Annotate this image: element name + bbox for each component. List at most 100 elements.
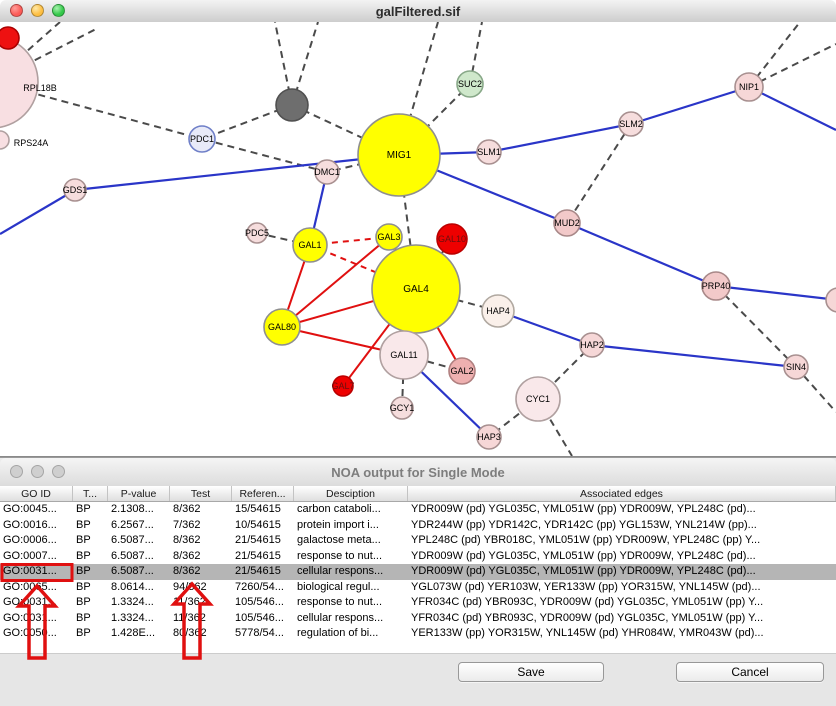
results-table: GO ID T... P-value Test Referen... Desci… [0, 486, 836, 653]
save-button[interactable]: Save [458, 662, 604, 682]
edge-GCY1-GAL11[interactable] [401, 354, 405, 409]
column-header-description[interactable]: Desciption [294, 486, 408, 501]
column-header-type[interactable]: T... [73, 486, 108, 501]
graph-node-MUD2[interactable] [553, 209, 581, 237]
column-header-test[interactable]: Test [170, 486, 232, 501]
graph-node-RPL18B[interactable] [0, 35, 39, 129]
edge-NIP1-offscreen[interactable] [748, 86, 836, 131]
edge-SLM2-NIP1[interactable] [630, 85, 750, 126]
graph-node-GAL10[interactable] [436, 223, 468, 255]
cell-type: BP [76, 518, 91, 531]
cell-go-id: GO:0031... [3, 565, 57, 577]
column-header-associated-edges[interactable]: Associated edges [408, 486, 836, 501]
cell-associated-edges: YPL248C (pd) YBR018C, YML051W (pp) YDR00… [411, 534, 761, 546]
graph-node-DMC1[interactable] [314, 159, 340, 185]
column-header-p-value[interactable]: P-value [108, 486, 170, 501]
graph-node-SLM2[interactable] [618, 111, 644, 137]
graph-node-CYC1[interactable] [515, 376, 561, 422]
graph-node-gray[interactable] [275, 88, 309, 122]
edge-PRP40-SIN4[interactable] [715, 285, 797, 368]
network-graph: RPL18BRPS24AGDS1PDC1DMC1MIG1SUC2SLM1SLM2… [0, 22, 836, 456]
graph-node-GAL11[interactable] [379, 330, 429, 380]
cell-description: cellular respons... [297, 565, 384, 577]
graph-node-NIP1[interactable] [734, 72, 764, 102]
edge-SUC2-offscreen[interactable] [469, 22, 483, 85]
column-header-go-id[interactable]: GO ID [0, 486, 73, 501]
column-header-reference[interactable]: Referen... [232, 486, 294, 501]
graph-node-PDC1[interactable] [188, 125, 216, 153]
graph-node-RPS24A[interactable] [0, 130, 10, 150]
graph-node-GAL1[interactable] [292, 227, 328, 263]
noa-window-titlebar[interactable]: NOA output for Single Mode [0, 458, 836, 487]
edge-GAL80-GAL3[interactable] [281, 236, 390, 328]
edge-SIN4-offscreen[interactable] [795, 366, 836, 413]
graph-node-GDS1[interactable] [63, 178, 87, 202]
zoom-button[interactable] [52, 4, 65, 17]
minimize-button[interactable] [31, 4, 44, 17]
edge-MUD2-PRP40[interactable] [566, 221, 717, 288]
cell-description: cellular respons... [297, 611, 384, 624]
cell-reference: 21/54615 [235, 534, 281, 546]
graph-node-GAL3[interactable] [375, 223, 403, 251]
edge-SLM2-MUD2[interactable] [566, 123, 632, 224]
traffic-lights-inactive [10, 465, 65, 478]
edge-PDC5-GAL1[interactable] [256, 232, 311, 246]
graph-node-SIN4[interactable] [783, 354, 809, 380]
graph-node-red-tl[interactable] [0, 26, 20, 50]
edge-GAL1-GAL4[interactable] [309, 244, 417, 290]
edge-DMC1-PDC1[interactable] [201, 138, 328, 173]
cell-reference: 105/546... [235, 596, 284, 608]
cell-p-value: 8.0614... [111, 580, 154, 593]
graph-node-SUC2[interactable] [456, 70, 484, 98]
graph-node-HAP3[interactable] [476, 424, 502, 450]
graph-node-GAL4[interactable] [371, 244, 461, 334]
graph-node-GAL7[interactable] [332, 375, 354, 397]
cell-description: regulation of bi... [297, 627, 379, 639]
cell-type: BP [76, 534, 91, 546]
minimize-button[interactable] [31, 465, 44, 478]
cell-type: BP [76, 611, 91, 624]
graph-node-label-RPS24A: RPS24A [14, 138, 49, 148]
cell-test: 8/362 [173, 503, 201, 515]
close-button[interactable] [10, 465, 23, 478]
graph-node-SLM1[interactable] [476, 139, 502, 165]
graph-node-HAP2[interactable] [579, 332, 605, 358]
graph-node-MIG1[interactable] [357, 113, 441, 197]
cell-p-value: 6.2567... [111, 518, 154, 531]
cell-go-id: GO:0031... [3, 611, 57, 624]
edge-SLM1-SLM2[interactable] [488, 122, 632, 154]
cell-reference: 105/546... [235, 611, 284, 624]
graph-node-GAL80[interactable] [263, 308, 301, 346]
cell-go-id: GO:0007... [3, 549, 57, 562]
graph-node-PRP40[interactable] [701, 271, 731, 301]
edge-GDS1-offscreen[interactable] [0, 189, 76, 235]
graph-node-MSN[interactable] [825, 287, 836, 313]
cell-reference: 21/54615 [235, 565, 281, 577]
cell-test: 8/362 [173, 565, 201, 577]
edge-PRP40-MSN[interactable] [715, 284, 836, 301]
close-button[interactable] [10, 4, 23, 17]
edge-blob-offscreen[interactable] [0, 27, 99, 82]
edge-HAP2-SIN4[interactable] [591, 343, 797, 369]
graph-node-GCY1[interactable] [390, 396, 414, 420]
cancel-button[interactable]: Cancel [676, 662, 824, 682]
cell-associated-edges: YDR009W (pd) YGL035C, YML051W (pp) YDR00… [411, 549, 756, 562]
zoom-button[interactable] [52, 465, 65, 478]
graph-node-HAP4[interactable] [481, 294, 515, 328]
edge-NIP1-offscreen[interactable] [748, 43, 836, 88]
edge-MIG1-GDS1[interactable] [74, 153, 400, 192]
graph-node-PDC5[interactable] [246, 222, 268, 244]
graph-node-GAL2[interactable] [448, 357, 476, 385]
network-window-titlebar[interactable]: galFiltered.sif [0, 0, 836, 23]
